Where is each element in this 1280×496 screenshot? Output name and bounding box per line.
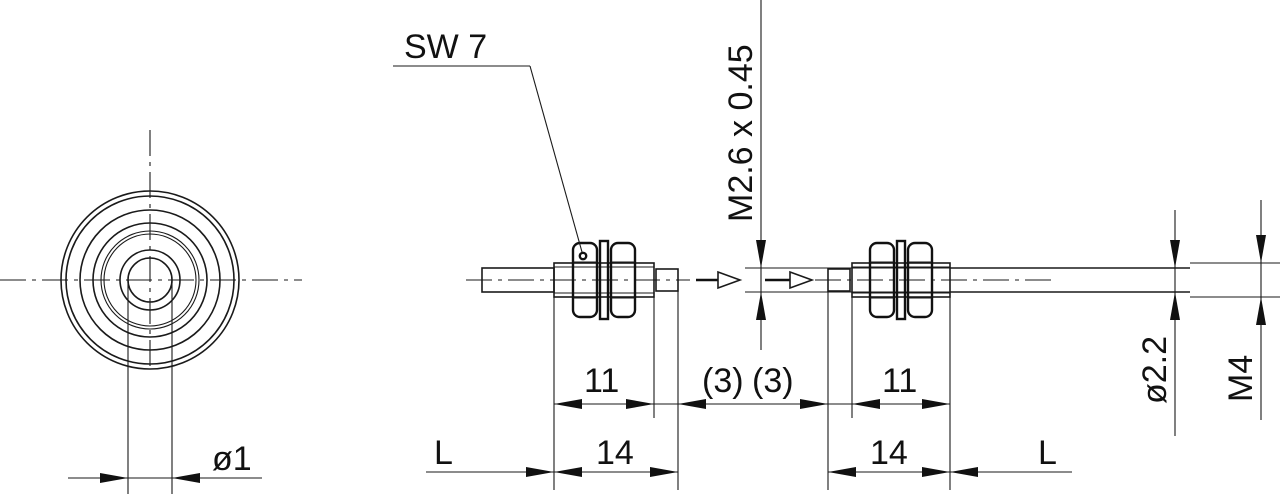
left-light-arrow-head [717,270,743,290]
dim-right-11-arrow-b [922,399,950,409]
dim-left-11-arrow-b [626,399,654,409]
dim-right-L-label: L [1038,434,1057,472]
left-sensor-view [466,239,743,321]
end-view: ø1 [0,130,302,494]
right-sensor-tip [827,268,851,292]
dim-gap-right-label: (3) [752,362,794,400]
m4-arrow-bottom [1256,297,1266,325]
dim-left-L-arrow [526,467,554,477]
bore-dim-arrow-left [100,473,128,483]
left-nut-marker-dot [578,251,588,261]
dim-right-11-arrow-a [852,399,880,409]
dim-left-11-arrow-a [554,399,582,409]
dim-left-L-label: L [434,434,453,472]
dim-left-14-label: 14 [596,434,634,472]
right-vertical-dimensions: ø2.2 M4 [1136,200,1280,436]
dim-right-L-arrow [950,467,978,477]
right-nut-2 [906,241,934,319]
end-view-outer-ring [60,190,240,370]
m4-label: M4 [1222,355,1260,402]
left-nut-2 [609,241,637,319]
dim-right-11-label: 11 [882,362,917,400]
right-sensor-view [815,239,1190,321]
end-view-ring-5 [100,230,200,330]
m4-arrow-top [1256,235,1266,263]
dim-right-14-label: 14 [870,434,908,472]
left-washer [598,239,610,321]
cable-arrow-top [1170,240,1180,268]
thread-arrow-top [756,240,766,268]
end-view-ring-4 [92,222,208,338]
dim-right-14-arrow-b [922,467,950,477]
dim-left-14-arrow-b [650,467,678,477]
end-view-ring-2 [65,195,235,365]
cable-diameter-label: ø2.2 [1136,336,1174,404]
thread-label: M2.6 x 0.45 [722,44,760,222]
end-view-ring-7 [119,249,181,311]
dim-left-11-label: 11 [584,362,619,400]
sw7-callout: SW 7 [393,28,583,253]
dim-gap-arrow-a [678,399,706,409]
right-nut-1 [868,241,896,319]
end-view-ring-6 [103,233,197,327]
dim-left-14-arrow-a [554,467,582,477]
right-light-arrow-head [789,270,815,290]
thread-arrow-bottom [756,292,766,320]
end-view-ring-3 [79,209,221,351]
left-nut-1 [571,241,599,319]
left-thread-body [553,262,655,298]
right-washer [895,239,907,321]
dim-gap-arrow-b [800,399,828,409]
bore-diameter-label: ø1 [212,440,252,478]
left-sensor-tip [655,268,679,292]
sw7-leader-diagonal [529,65,583,253]
bore-dim-arrow-right [172,473,200,483]
thread-dimension: M2.6 x 0.45 [722,0,1190,350]
bottom-dimensions: 11 (3) (3) 11 L 14 14 L [426,291,1072,490]
dim-gap-left-label: (3) [702,362,744,400]
sw7-label: SW 7 [404,28,487,66]
cable-arrow-bottom [1170,292,1180,320]
dim-right-14-arrow-a [828,467,856,477]
right-thread-body [851,262,951,298]
